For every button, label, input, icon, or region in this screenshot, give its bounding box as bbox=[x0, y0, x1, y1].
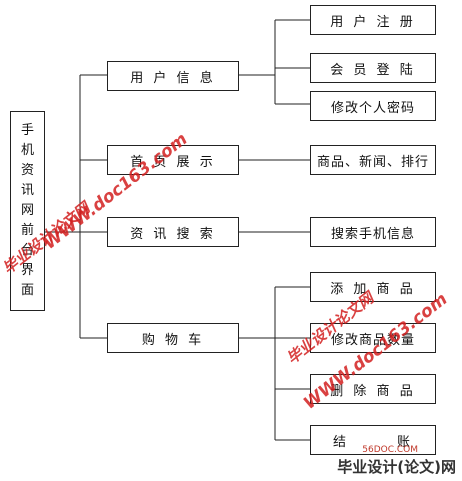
root-char: 台 bbox=[20, 243, 34, 258]
module-home-display: 首 页 展 示 bbox=[107, 145, 239, 175]
footer-watermark-small: 56DOC.COM bbox=[362, 445, 418, 455]
root-node: 手 机 资 讯 网 前 台 界 面 bbox=[10, 111, 45, 311]
root-char: 界 bbox=[20, 263, 34, 278]
leaf-checkout: 结 账 bbox=[310, 425, 436, 455]
root-char: 前 bbox=[20, 223, 34, 238]
module-shopping-cart: 购 物 车 bbox=[107, 323, 239, 353]
leaf-change-quantity: 修改商品数量 bbox=[310, 323, 436, 353]
leaf-delete-goods: 删 除 商 品 bbox=[310, 374, 436, 404]
leaf-user-register: 用 户 注 册 bbox=[310, 5, 436, 35]
root-char: 面 bbox=[20, 283, 34, 298]
root-char: 手 bbox=[20, 123, 34, 138]
root-char: 资 bbox=[20, 163, 34, 178]
leaf-add-goods: 添 加 商 品 bbox=[310, 272, 436, 302]
root-char: 网 bbox=[20, 203, 34, 218]
module-info-search: 资 讯 搜 索 bbox=[107, 217, 239, 247]
leaf-goods-news-rank: 商品、新闻、排行 bbox=[310, 145, 436, 175]
footer-watermark: 毕业设计(论文)网 bbox=[337, 458, 456, 476]
root-char: 机 bbox=[20, 143, 34, 158]
root-char: 讯 bbox=[20, 183, 34, 198]
leaf-change-password: 修改个人密码 bbox=[310, 91, 436, 121]
leaf-member-login: 会 员 登 陆 bbox=[310, 53, 436, 83]
leaf-search-phone-info: 搜索手机信息 bbox=[310, 217, 436, 247]
module-user-info: 用 户 信 息 bbox=[107, 61, 239, 91]
